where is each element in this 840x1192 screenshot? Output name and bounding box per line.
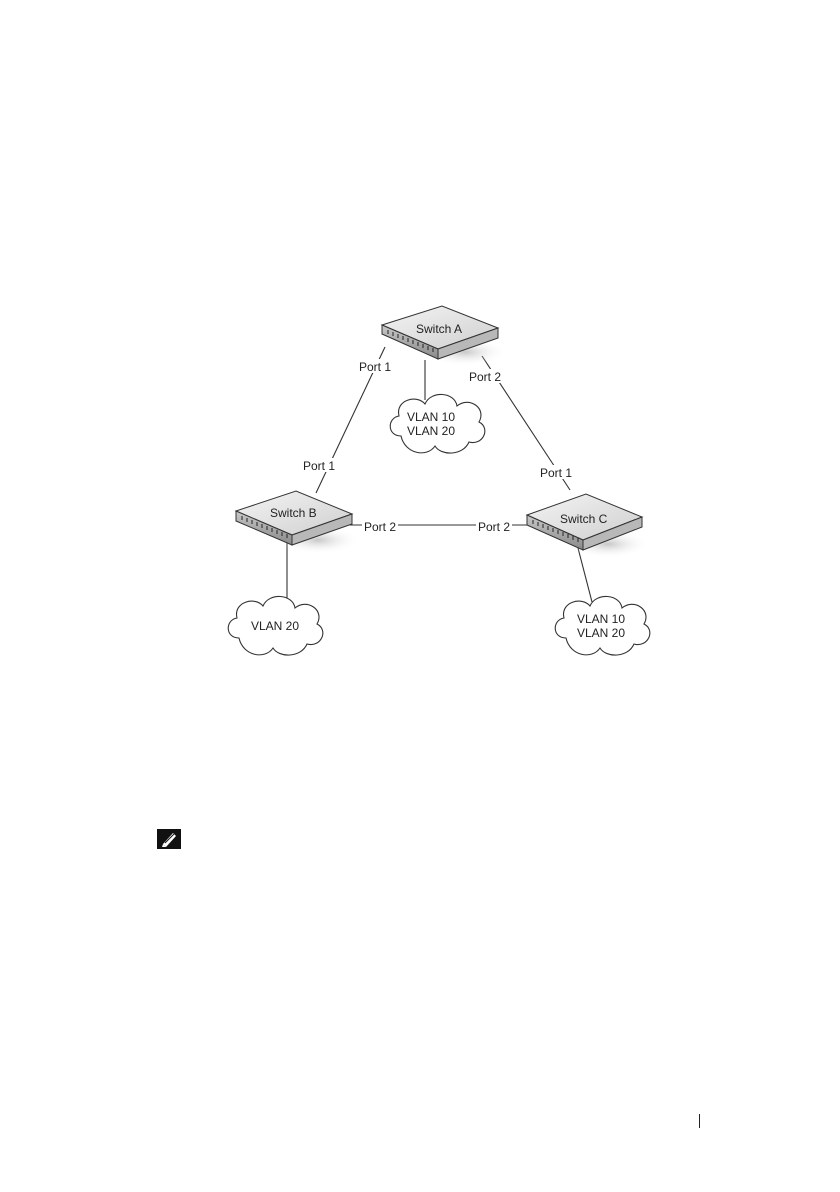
- switch-c-port2-label: Port 2: [478, 520, 510, 534]
- cloud-a-line2: VLAN 20: [407, 424, 455, 438]
- switch-c-label: Switch C: [560, 512, 608, 526]
- switch-b-port2-label: Port 2: [364, 520, 396, 534]
- cloud-b-line1: VLAN 20: [251, 619, 299, 633]
- pencil-note-icon: [156, 828, 182, 850]
- cloud-a: VLAN 10 VLAN 20: [390, 394, 485, 453]
- cloud-a-line1: VLAN 10: [407, 410, 455, 424]
- cloud-b: VLAN 20: [228, 596, 323, 655]
- cloud-c: VLAN 10 VLAN 20: [555, 596, 650, 655]
- switch-b-port1-label: Port 1: [303, 459, 335, 473]
- switch-a-port2-label: Port 2: [469, 370, 501, 384]
- switch-a-port1-label: Port 1: [359, 360, 391, 374]
- footer-rule: [699, 1114, 700, 1128]
- switch-b-label: Switch B: [270, 506, 317, 520]
- switch-a[interactable]: Switch A: [382, 306, 507, 366]
- switch-c-port1-label: Port 1: [540, 466, 572, 480]
- switch-a-label: Switch A: [416, 322, 462, 336]
- switch-c[interactable]: Switch C: [527, 494, 650, 558]
- switch-b[interactable]: Switch B: [236, 491, 360, 554]
- cloud-c-line2: VLAN 20: [577, 626, 625, 640]
- cloud-c-line1: VLAN 10: [577, 612, 625, 626]
